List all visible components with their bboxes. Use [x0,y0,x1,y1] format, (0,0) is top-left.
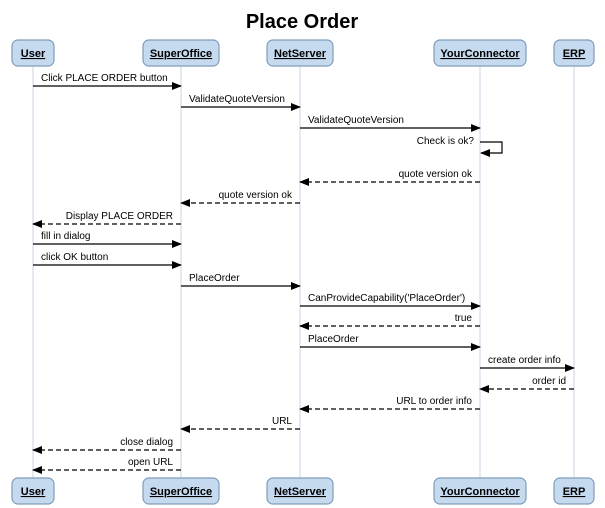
actor-box [142,39,220,67]
actor-label: SuperOffice [150,486,212,498]
actor-header-row: User SuperOffice NetServer YourConnector ERP [11,39,595,67]
message-label: true [455,313,473,324]
message-label: CanProvideCapability('PlaceOrder') [308,293,465,304]
message: PlaceOrder [300,334,481,351]
message: quote version ok [299,169,480,186]
actor-label: YourConnector [440,486,520,498]
message-label: fill in dialog [41,231,90,242]
diagram-title: Place Order [246,11,359,33]
actor-netserver-top: NetServer [266,39,334,67]
message: ValidateQuoteVersion [181,94,301,111]
actor-user-top: User [11,39,55,67]
actor-superoffice-top: SuperOffice [142,39,220,67]
actor-label: NetServer [274,48,327,60]
message: ValidateQuoteVersion [300,115,481,132]
actor-superoffice-bottom: SuperOffice [142,477,220,505]
actor-erp-top: ERP [553,39,595,67]
message-label: click OK button [41,252,108,263]
self-message-arrow [480,141,503,157]
actor-connector-bottom: YourConnector [433,477,527,505]
message-label: create order info [488,355,561,366]
message-label: ValidateQuoteVersion [189,94,285,105]
actor-label: YourConnector [440,48,520,60]
message: order id [479,376,574,393]
actor-label: SuperOffice [150,48,212,60]
message: Display PLACE ORDER [32,211,181,228]
actor-label: User [21,48,46,60]
actor-box [553,477,595,505]
actor-label: ERP [563,48,586,60]
actor-box [142,477,220,505]
message: true [299,313,480,330]
message-label: ValidateQuoteVersion [308,115,404,126]
message-list: Click PLACE ORDER buttonValidateQuoteVer… [32,73,575,474]
message: URL [180,416,300,433]
message: PlaceOrder [181,273,301,290]
message-label: Check is ok? [417,136,475,147]
actor-box [433,39,527,67]
actor-label: ERP [563,486,586,498]
message: create order info [480,355,575,372]
actor-label: User [21,486,46,498]
actor-box [553,39,595,67]
message-label: Display PLACE ORDER [66,211,173,222]
message-label: PlaceOrder [308,334,359,345]
actor-box [266,39,334,67]
message: click OK button [33,252,182,269]
actor-box [433,477,527,505]
actor-connector-top: YourConnector [433,39,527,67]
actor-user-bottom: User [11,477,55,505]
message: fill in dialog [33,231,182,248]
message: quote version ok [180,190,300,207]
actor-footer-row: User SuperOffice NetServer YourConnector ERP [11,477,595,505]
actor-label: NetServer [274,486,327,498]
message-label: order id [532,376,566,387]
message: Check is ok? [417,136,503,157]
message-label: PlaceOrder [189,273,240,284]
message-label: Click PLACE ORDER button [41,73,168,84]
actor-box [266,477,334,505]
actor-erp-bottom: ERP [553,477,595,505]
message: URL to order info [299,396,480,413]
message: Click PLACE ORDER button [33,73,182,90]
actor-box [11,477,55,505]
actor-netserver-bottom: NetServer [266,477,334,505]
message-label: close dialog [120,437,173,448]
message: CanProvideCapability('PlaceOrder') [300,293,481,310]
message-label: quote version ok [399,169,473,180]
message: close dialog [32,437,181,454]
message-label: quote version ok [219,190,293,201]
message-label: open URL [128,457,173,468]
message-label: URL [272,416,292,427]
message-label: URL to order info [396,396,472,407]
actor-box [11,39,55,67]
message: open URL [32,457,181,474]
